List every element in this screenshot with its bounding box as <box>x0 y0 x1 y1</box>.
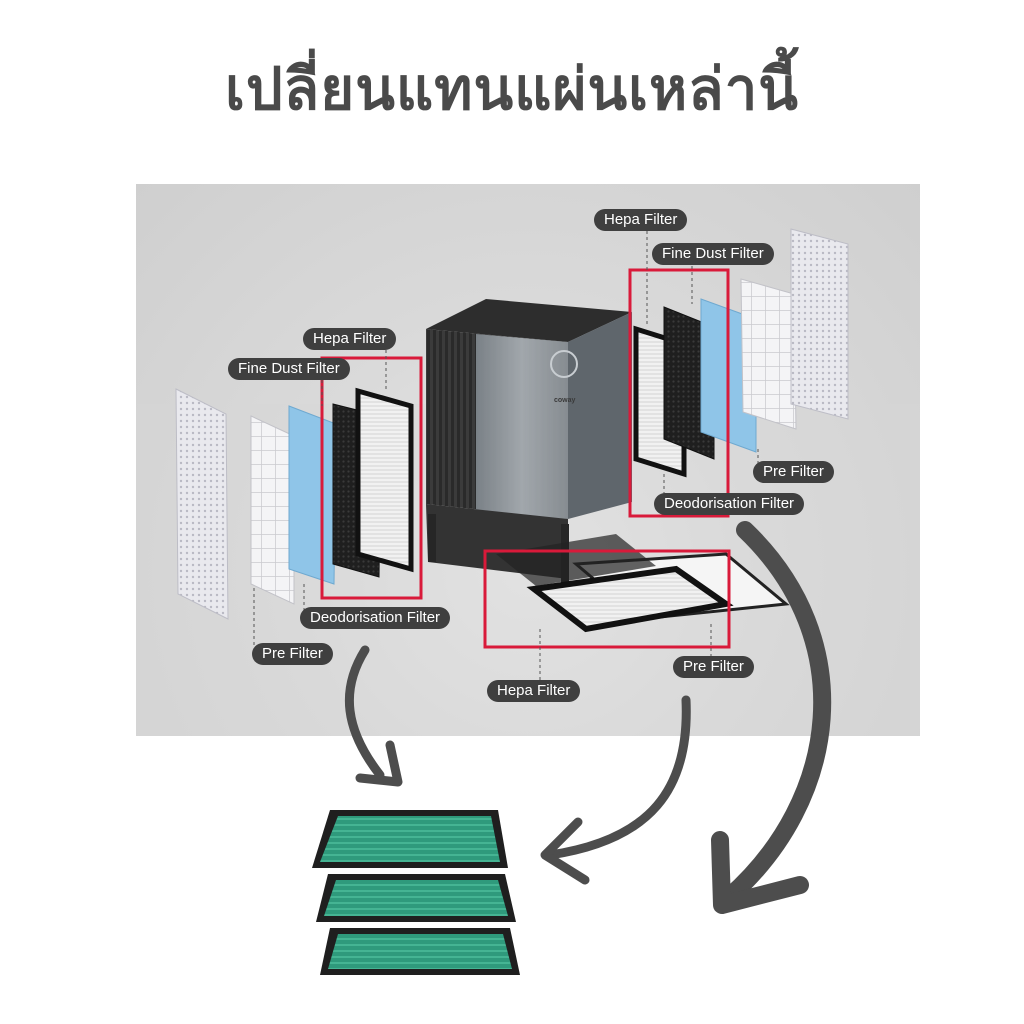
label-left-pre-filter: Pre Filter <box>252 643 333 665</box>
label-right-fine-dust-filter: Fine Dust Filter <box>652 243 774 265</box>
replacement-filter-1 <box>312 810 508 868</box>
product-exploded-view: coway Hepa Filter <box>136 184 920 736</box>
label-left-hepa-filter: Hepa Filter <box>303 328 397 350</box>
label-left-fine-dust-filter: Fine Dust Filter <box>228 358 350 380</box>
highlight-box-right <box>628 268 730 518</box>
brand-logo: coway <box>554 397 576 404</box>
label-left-deodorisation-filter: Deodorisation Filter <box>300 607 451 629</box>
replacement-filter-2 <box>316 874 516 922</box>
label-right-pre-filter: Pre Filter <box>753 461 834 483</box>
label-bottom-hepa-filter: Hepa Filter <box>487 680 581 702</box>
headline-title: เปลี่ยนแทนแผ่นเหล่านี้ <box>225 55 799 123</box>
replacement-filter-3 <box>320 928 520 975</box>
highlight-box-left <box>320 356 423 600</box>
label-right-hepa-filter: Hepa Filter <box>594 209 688 231</box>
label-bottom-pre-filter: Pre Filter <box>673 656 754 678</box>
replacement-filter-stack <box>312 810 520 975</box>
label-right-deodorisation-filter: Deodorisation Filter <box>654 493 805 515</box>
